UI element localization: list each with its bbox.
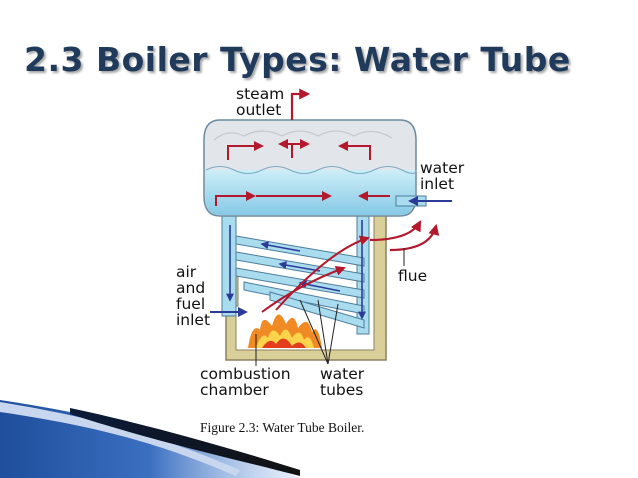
label-air-line-4: inlet bbox=[176, 311, 211, 329]
water-inlet-pipe bbox=[395, 195, 452, 207]
label-water-inlet-line-1: water bbox=[420, 159, 465, 177]
label-air-line-3: fuel bbox=[176, 295, 206, 313]
label-steam-line-2: outlet bbox=[236, 101, 282, 119]
label-steam-line-1: steam bbox=[236, 85, 285, 103]
label-combustion-line-2: chamber bbox=[200, 381, 269, 399]
riser-tube bbox=[356, 205, 370, 335]
label-water-tubes-line-1: water bbox=[320, 365, 365, 383]
steam-drum bbox=[203, 119, 417, 217]
label-air-line-1: air bbox=[176, 263, 197, 281]
flue-gas-arrow bbox=[369, 220, 422, 242]
figure-caption: Figure 2.3: Water Tube Boiler. bbox=[200, 420, 365, 435]
label-combustion-chamber: combustion chamber bbox=[200, 366, 291, 398]
label-water-inlet-line-2: inlet bbox=[420, 175, 455, 193]
combustion-flames bbox=[248, 314, 322, 348]
label-water-tubes: water tubes bbox=[320, 366, 364, 398]
label-steam-outlet: steam outlet bbox=[236, 86, 284, 118]
downcomer-tube bbox=[221, 205, 237, 317]
label-flue: flue bbox=[398, 267, 428, 285]
label-air-line-2: and bbox=[176, 279, 206, 297]
label-air-fuel-inlet: air and fuel inlet bbox=[176, 264, 210, 328]
slide-title: 2.3 Boiler Types: Water Tube bbox=[24, 40, 571, 79]
label-combustion-line-1: combustion bbox=[200, 365, 291, 383]
label-water-inlet: water inlet bbox=[420, 160, 464, 192]
steam-outlet-arrow bbox=[290, 88, 311, 120]
label-water-tubes-line-2: tubes bbox=[320, 381, 364, 399]
